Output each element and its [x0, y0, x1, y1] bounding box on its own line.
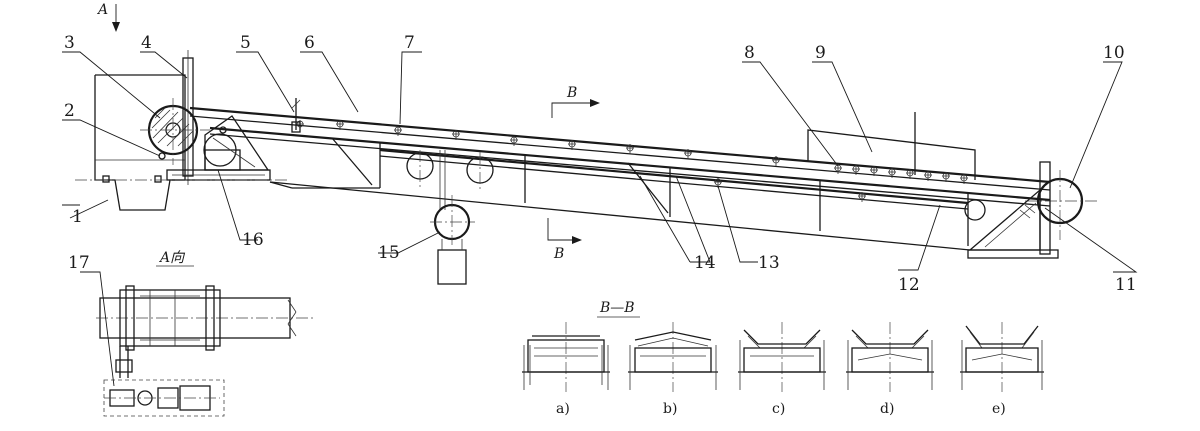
callout-1: 1 [72, 207, 83, 227]
caption-e: e) [992, 401, 1006, 417]
label-a-arrow: A [96, 2, 108, 18]
caption-a: a) [556, 401, 570, 417]
carrying-idlers [296, 120, 968, 202]
callout-15: 15 [378, 243, 400, 263]
callout-5: 5 [240, 33, 251, 53]
section-arrow-b-top: B [551, 85, 600, 118]
callout-2: 2 [64, 101, 75, 121]
belt-tensioner [291, 98, 301, 133]
section-e [960, 322, 1044, 392]
head-end [967, 161, 1100, 259]
tail-bracket [204, 115, 270, 171]
section-b [628, 322, 718, 392]
caption-c: c) [772, 401, 785, 417]
view-arrow-a: A [96, 2, 120, 32]
label-a-view: A向 [158, 250, 186, 266]
callout-leaders [62, 51, 1138, 273]
guide-skirt [807, 112, 976, 180]
callout-17: 17 [68, 253, 90, 273]
callout-4: 4 [141, 33, 152, 53]
callout-9: 9 [815, 43, 826, 63]
callout-10: 10 [1103, 43, 1125, 63]
section-a [522, 322, 610, 392]
section-arrow-b-bottom: B [547, 218, 582, 262]
callout-6: 6 [304, 33, 315, 53]
label-section-bb: B—B [599, 300, 635, 316]
section-d [846, 322, 934, 392]
callout-numbers: 1 2 3 4 5 6 7 8 9 10 11 12 13 14 15 16 1… [64, 33, 1137, 295]
callout-13: 13 [758, 253, 780, 273]
callout-3: 3 [64, 33, 75, 53]
section-c [738, 322, 826, 392]
tail-drum [140, 98, 210, 165]
callout-14: 14 [694, 253, 716, 273]
conveyor-elevation [75, 50, 1100, 285]
drive-unit [430, 195, 475, 285]
callout-8: 8 [744, 43, 755, 63]
truss-verticals [331, 137, 969, 246]
callout-12: 12 [898, 275, 920, 295]
label-b-bottom: B [553, 246, 564, 262]
callout-11: 11 [1115, 275, 1137, 295]
caption-b: b) [663, 401, 677, 417]
truss-frame [189, 106, 1051, 251]
a-view-detail: A向 [80, 250, 315, 417]
b-b-sections: B—B [522, 300, 1044, 417]
callout-7: 7 [404, 33, 415, 53]
callout-16: 16 [242, 230, 264, 250]
return-rollers [406, 150, 986, 221]
label-b-top: B [566, 85, 577, 101]
tail-hopper [94, 74, 186, 211]
caption-d: d) [880, 401, 894, 417]
